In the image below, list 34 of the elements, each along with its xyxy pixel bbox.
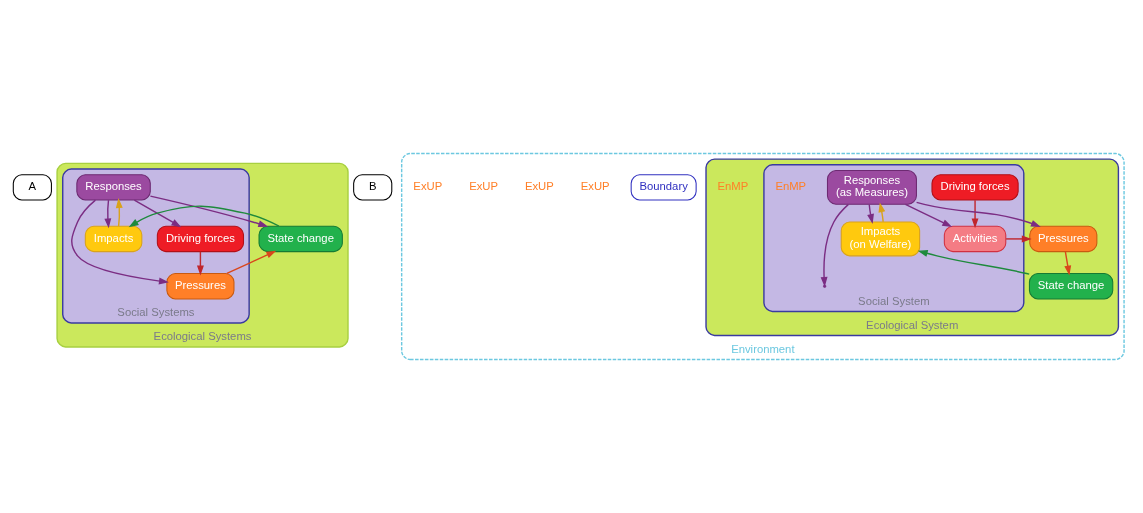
node-box: Activities (943, 225, 1007, 253)
arrow (1005, 235, 1032, 243)
label: EnMP (717, 180, 749, 193)
node-box: Pressures (1029, 225, 1098, 253)
arrow (917, 250, 1030, 275)
arrow (133, 199, 182, 228)
node-box: A (12, 174, 52, 201)
arrow (1064, 250, 1072, 276)
label: EnMP (775, 180, 807, 193)
arrow (226, 250, 277, 275)
label: ExUP (469, 180, 499, 193)
node-box: State change (258, 225, 343, 253)
node-box: Driving forces (931, 174, 1019, 201)
node-box: Pressures (166, 273, 235, 300)
node-box: B (353, 174, 393, 201)
label: ExUP (524, 180, 554, 193)
node-box: Responses (76, 174, 151, 201)
node-box: Responses (as Measures) (826, 169, 917, 205)
arrow (971, 199, 979, 229)
node-box: Impacts (84, 225, 143, 253)
arrow (915, 201, 1041, 227)
arrow (128, 205, 280, 228)
arrow (71, 199, 169, 285)
arrow (115, 198, 123, 227)
label: ExUP (580, 180, 610, 193)
node-box: Boundary (630, 174, 697, 201)
arrow (878, 202, 886, 223)
arrow (149, 195, 269, 228)
arrow (904, 203, 953, 228)
arrow (104, 199, 112, 229)
node-box: Impacts (on Welfare) (840, 221, 921, 257)
label: ExUP (413, 180, 443, 193)
node-box: Driving forces (156, 225, 245, 253)
node-box: State change (1028, 273, 1114, 300)
